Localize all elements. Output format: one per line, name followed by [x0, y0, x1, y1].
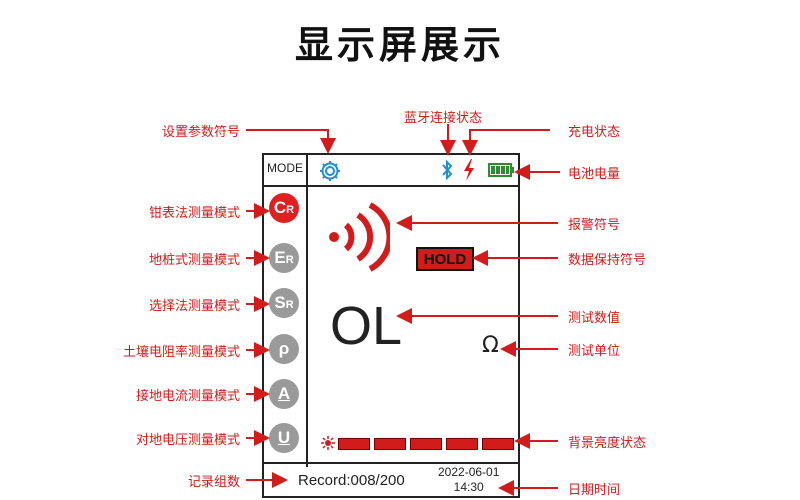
label-unit: 测试单位	[568, 344, 621, 359]
hold-indicator: HOLD	[416, 247, 474, 271]
label-ground-voltage-mode: 对地电压测量模式	[135, 433, 240, 448]
backlight-segment	[410, 438, 442, 450]
label-hold: 数据保持符号	[568, 253, 647, 268]
record-count: Record:008/200	[298, 472, 405, 489]
label-bluetooth: 蓝牙连接状态	[404, 111, 483, 126]
gear-icon	[320, 161, 340, 181]
label-selective-mode: 选择法测量模式	[148, 299, 240, 314]
backlight-segment	[374, 438, 406, 450]
label-charging: 充电状态	[568, 125, 621, 140]
date-text: 2022-06-01	[438, 465, 500, 479]
battery-icon	[488, 163, 514, 177]
bluetooth-icon	[442, 159, 453, 181]
mode-soil-resistivity-button[interactable]: ρ	[269, 334, 299, 364]
label-ground-pile-mode: 地桩式测量模式	[148, 253, 240, 268]
measurement-value: OL	[330, 296, 403, 356]
mode-ground-voltage-button[interactable]: U	[269, 423, 299, 453]
mode-ground-current-button[interactable]: A	[269, 379, 299, 409]
label-value: 测试数值	[568, 311, 621, 326]
status-bar: MODE	[264, 155, 518, 187]
time-text: 14:30	[453, 480, 484, 494]
measurement-unit: Ω	[482, 333, 499, 358]
label-backlight: 背景亮度状态	[568, 436, 647, 451]
backlight-segment	[482, 438, 514, 450]
page-title: 显示屏展示	[294, 23, 505, 67]
datetime: 2022-06-01 14:30	[438, 465, 499, 495]
label-alarm: 报警符号	[568, 218, 621, 233]
alarm-icon	[329, 202, 390, 272]
charging-bolt-icon	[464, 159, 474, 181]
label-datetime: 日期时间	[568, 483, 621, 498]
label-record-count: 记录组数	[187, 475, 240, 490]
backlight-segment	[446, 438, 478, 450]
label-clamp-mode: 钳表法测量模式	[148, 206, 240, 221]
label-soil-resistivity-mode: 土壤电阻率测量模式	[122, 345, 240, 360]
label-settings: 设置参数符号	[161, 125, 240, 140]
label-ground-current-mode: 接地电流测量模式	[135, 389, 240, 404]
sun-icon	[321, 436, 335, 450]
label-battery: 电池电量	[568, 167, 621, 182]
backlight-segment	[338, 438, 370, 450]
bottom-bar: Record:008/200 2022-06-01 14:30	[264, 462, 518, 496]
mode-label: MODE	[267, 161, 303, 175]
